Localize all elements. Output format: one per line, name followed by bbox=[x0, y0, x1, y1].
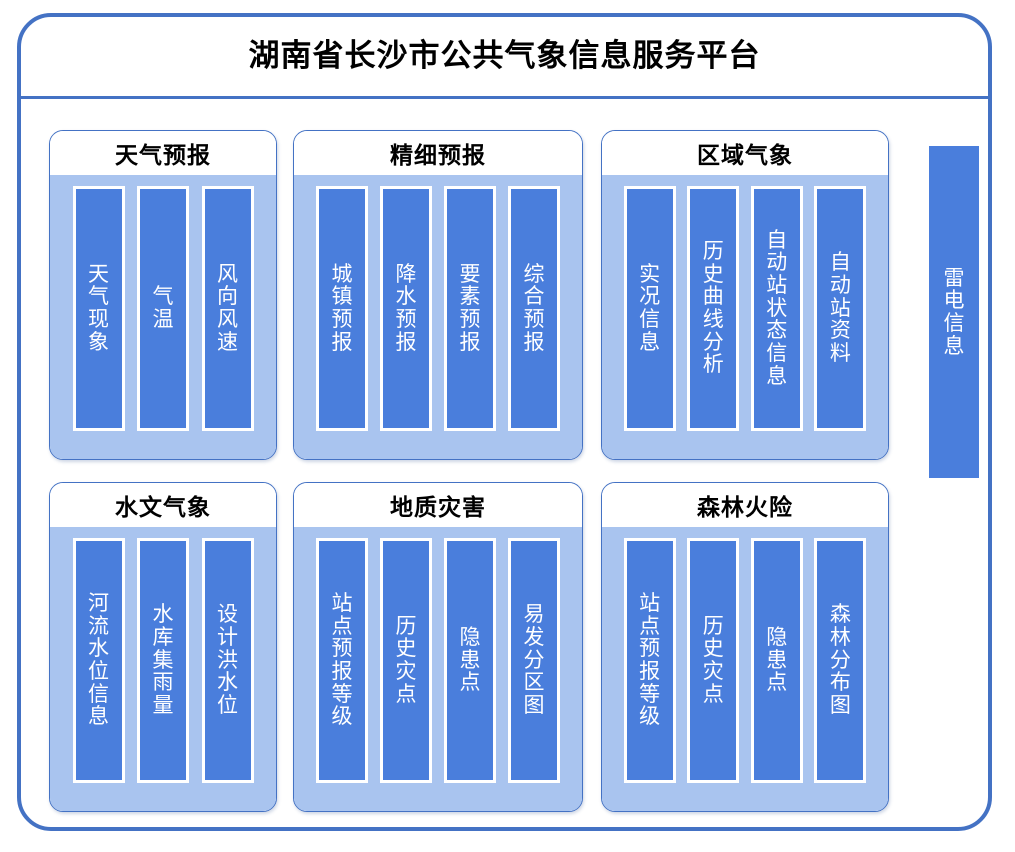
module-header-regional-meteorology: 区域气象 bbox=[602, 131, 888, 175]
item-label: 自动站资料 bbox=[829, 250, 851, 365]
item-label: 自动站状态信息 bbox=[766, 227, 788, 388]
item-label: 风向风速 bbox=[217, 261, 238, 354]
item-label: 降水预报 bbox=[395, 261, 417, 354]
module-header-forest-fire-risk: 森林火险 bbox=[602, 483, 888, 527]
module-header-fine-forecast: 精细预报 bbox=[294, 131, 582, 175]
item-bar-weather-phenomenon[interactable]: 天气现象 bbox=[72, 185, 125, 431]
module-title-weather-forecast: 天气预报 bbox=[115, 143, 211, 169]
module-header-geological-disaster: 地质灾害 bbox=[294, 483, 582, 527]
item-label: 隐患点 bbox=[766, 624, 788, 695]
item-label: 历史灾点 bbox=[395, 613, 417, 706]
module-title-hydrometeorology: 水文气象 bbox=[115, 495, 211, 521]
module-body-regional-meteorology: 实况信息 历史曲线分析 自动站状态信息 自动站资料 bbox=[602, 175, 888, 459]
item-label: 要素预报 bbox=[459, 261, 481, 354]
page-title: 湖南省长沙市公共气象信息服务平台 bbox=[248, 38, 761, 74]
item-bar-hazard-points[interactable]: 隐患点 bbox=[444, 537, 496, 783]
item-bar-susceptibility-zoning-map[interactable]: 易发分区图 bbox=[508, 537, 560, 783]
module-header-weather-forecast: 天气预报 bbox=[50, 131, 276, 175]
item-bar-reservoir-rainfall[interactable]: 水库集雨量 bbox=[137, 537, 189, 783]
module-body-geological-disaster: 站点预报等级 历史灾点 隐患点 易发分区图 bbox=[294, 527, 582, 811]
item-bar-element-forecast[interactable]: 要素预报 bbox=[444, 185, 496, 431]
item-bar-station-forecast-level[interactable]: 站点预报等级 bbox=[316, 537, 368, 783]
item-bar-precipitation-forecast[interactable]: 降水预报 bbox=[380, 185, 432, 431]
item-bar-auto-station-status[interactable]: 自动站状态信息 bbox=[750, 185, 803, 431]
module-card-fine-forecast[interactable]: 精细预报 城镇预报 降水预报 要素预报 综合预报 bbox=[293, 130, 583, 460]
lightning-information-label: 雷电信息 bbox=[943, 265, 965, 358]
module-body-hydrometeorology: 河流水位信息 水库集雨量 设计洪水位 bbox=[50, 527, 276, 811]
item-label: 实况信息 bbox=[639, 261, 661, 354]
item-bar-temperature[interactable]: 气温 bbox=[137, 185, 189, 431]
item-bar-wind-direction-speed[interactable]: 风向风速 bbox=[201, 185, 254, 431]
item-bar-forest-distribution-map[interactable]: 森林分布图 bbox=[814, 537, 867, 783]
item-label: 天气现象 bbox=[88, 261, 109, 354]
module-title-regional-meteorology: 区域气象 bbox=[697, 143, 793, 169]
module-card-weather-forecast[interactable]: 天气预报 天气现象 气温 风向风速 bbox=[49, 130, 277, 460]
item-bar-town-forecast[interactable]: 城镇预报 bbox=[316, 185, 368, 431]
item-label: 站点预报等级 bbox=[331, 590, 353, 729]
item-bar-historical-curve-analysis[interactable]: 历史曲线分析 bbox=[687, 185, 740, 431]
module-card-forest-fire-risk[interactable]: 森林火险 站点预报等级 历史灾点 隐患点 森林分布图 bbox=[601, 482, 889, 812]
item-label: 水库集雨量 bbox=[152, 602, 174, 717]
item-label: 历史曲线分析 bbox=[702, 238, 724, 377]
platform-body: 天气预报 天气现象 气温 风向风速 精细预报 城镇预报 降水预报 要素预报 综合… bbox=[21, 102, 988, 827]
item-label: 站点预报等级 bbox=[639, 590, 661, 729]
module-header-hydrometeorology: 水文气象 bbox=[50, 483, 276, 527]
item-label: 气温 bbox=[152, 284, 174, 331]
item-bar-live-information[interactable]: 实况信息 bbox=[623, 185, 676, 431]
item-bar-historical-disaster-points[interactable]: 历史灾点 bbox=[380, 537, 432, 783]
item-label: 河流水位信息 bbox=[88, 590, 109, 729]
item-label: 城镇预报 bbox=[331, 261, 353, 354]
item-label: 设计洪水位 bbox=[217, 602, 238, 717]
item-label: 隐患点 bbox=[459, 624, 481, 695]
platform-frame: 湖南省长沙市公共气象信息服务平台 天气预报 天气现象 气温 风向风速 精细预报 … bbox=[17, 13, 992, 831]
item-label: 综合预报 bbox=[523, 261, 545, 354]
module-title-fine-forecast: 精细预报 bbox=[390, 143, 486, 169]
module-body-forest-fire-risk: 站点预报等级 历史灾点 隐患点 森林分布图 bbox=[602, 527, 888, 811]
item-bar-historical-disaster-points[interactable]: 历史灾点 bbox=[687, 537, 740, 783]
item-bar-river-water-level[interactable]: 河流水位信息 bbox=[72, 537, 125, 783]
item-bar-station-forecast-level[interactable]: 站点预报等级 bbox=[623, 537, 676, 783]
module-title-forest-fire-risk: 森林火险 bbox=[697, 495, 793, 521]
item-bar-design-flood-level[interactable]: 设计洪水位 bbox=[201, 537, 254, 783]
lightning-information-bar[interactable]: 雷电信息 bbox=[929, 146, 979, 478]
module-body-weather-forecast: 天气现象 气温 风向风速 bbox=[50, 175, 276, 459]
module-card-hydrometeorology[interactable]: 水文气象 河流水位信息 水库集雨量 设计洪水位 bbox=[49, 482, 277, 812]
module-card-geological-disaster[interactable]: 地质灾害 站点预报等级 历史灾点 隐患点 易发分区图 bbox=[293, 482, 583, 812]
item-label: 易发分区图 bbox=[523, 602, 545, 717]
item-bar-auto-station-data[interactable]: 自动站资料 bbox=[814, 185, 867, 431]
module-body-fine-forecast: 城镇预报 降水预报 要素预报 综合预报 bbox=[294, 175, 582, 459]
module-card-regional-meteorology[interactable]: 区域气象 实况信息 历史曲线分析 自动站状态信息 自动站资料 bbox=[601, 130, 889, 460]
item-bar-comprehensive-forecast[interactable]: 综合预报 bbox=[508, 185, 560, 431]
platform-title-bar: 湖南省长沙市公共气象信息服务平台 bbox=[21, 17, 988, 99]
module-title-geological-disaster: 地质灾害 bbox=[390, 495, 486, 521]
item-label: 历史灾点 bbox=[702, 613, 724, 706]
item-label: 森林分布图 bbox=[829, 602, 851, 717]
item-bar-hazard-points[interactable]: 隐患点 bbox=[750, 537, 803, 783]
